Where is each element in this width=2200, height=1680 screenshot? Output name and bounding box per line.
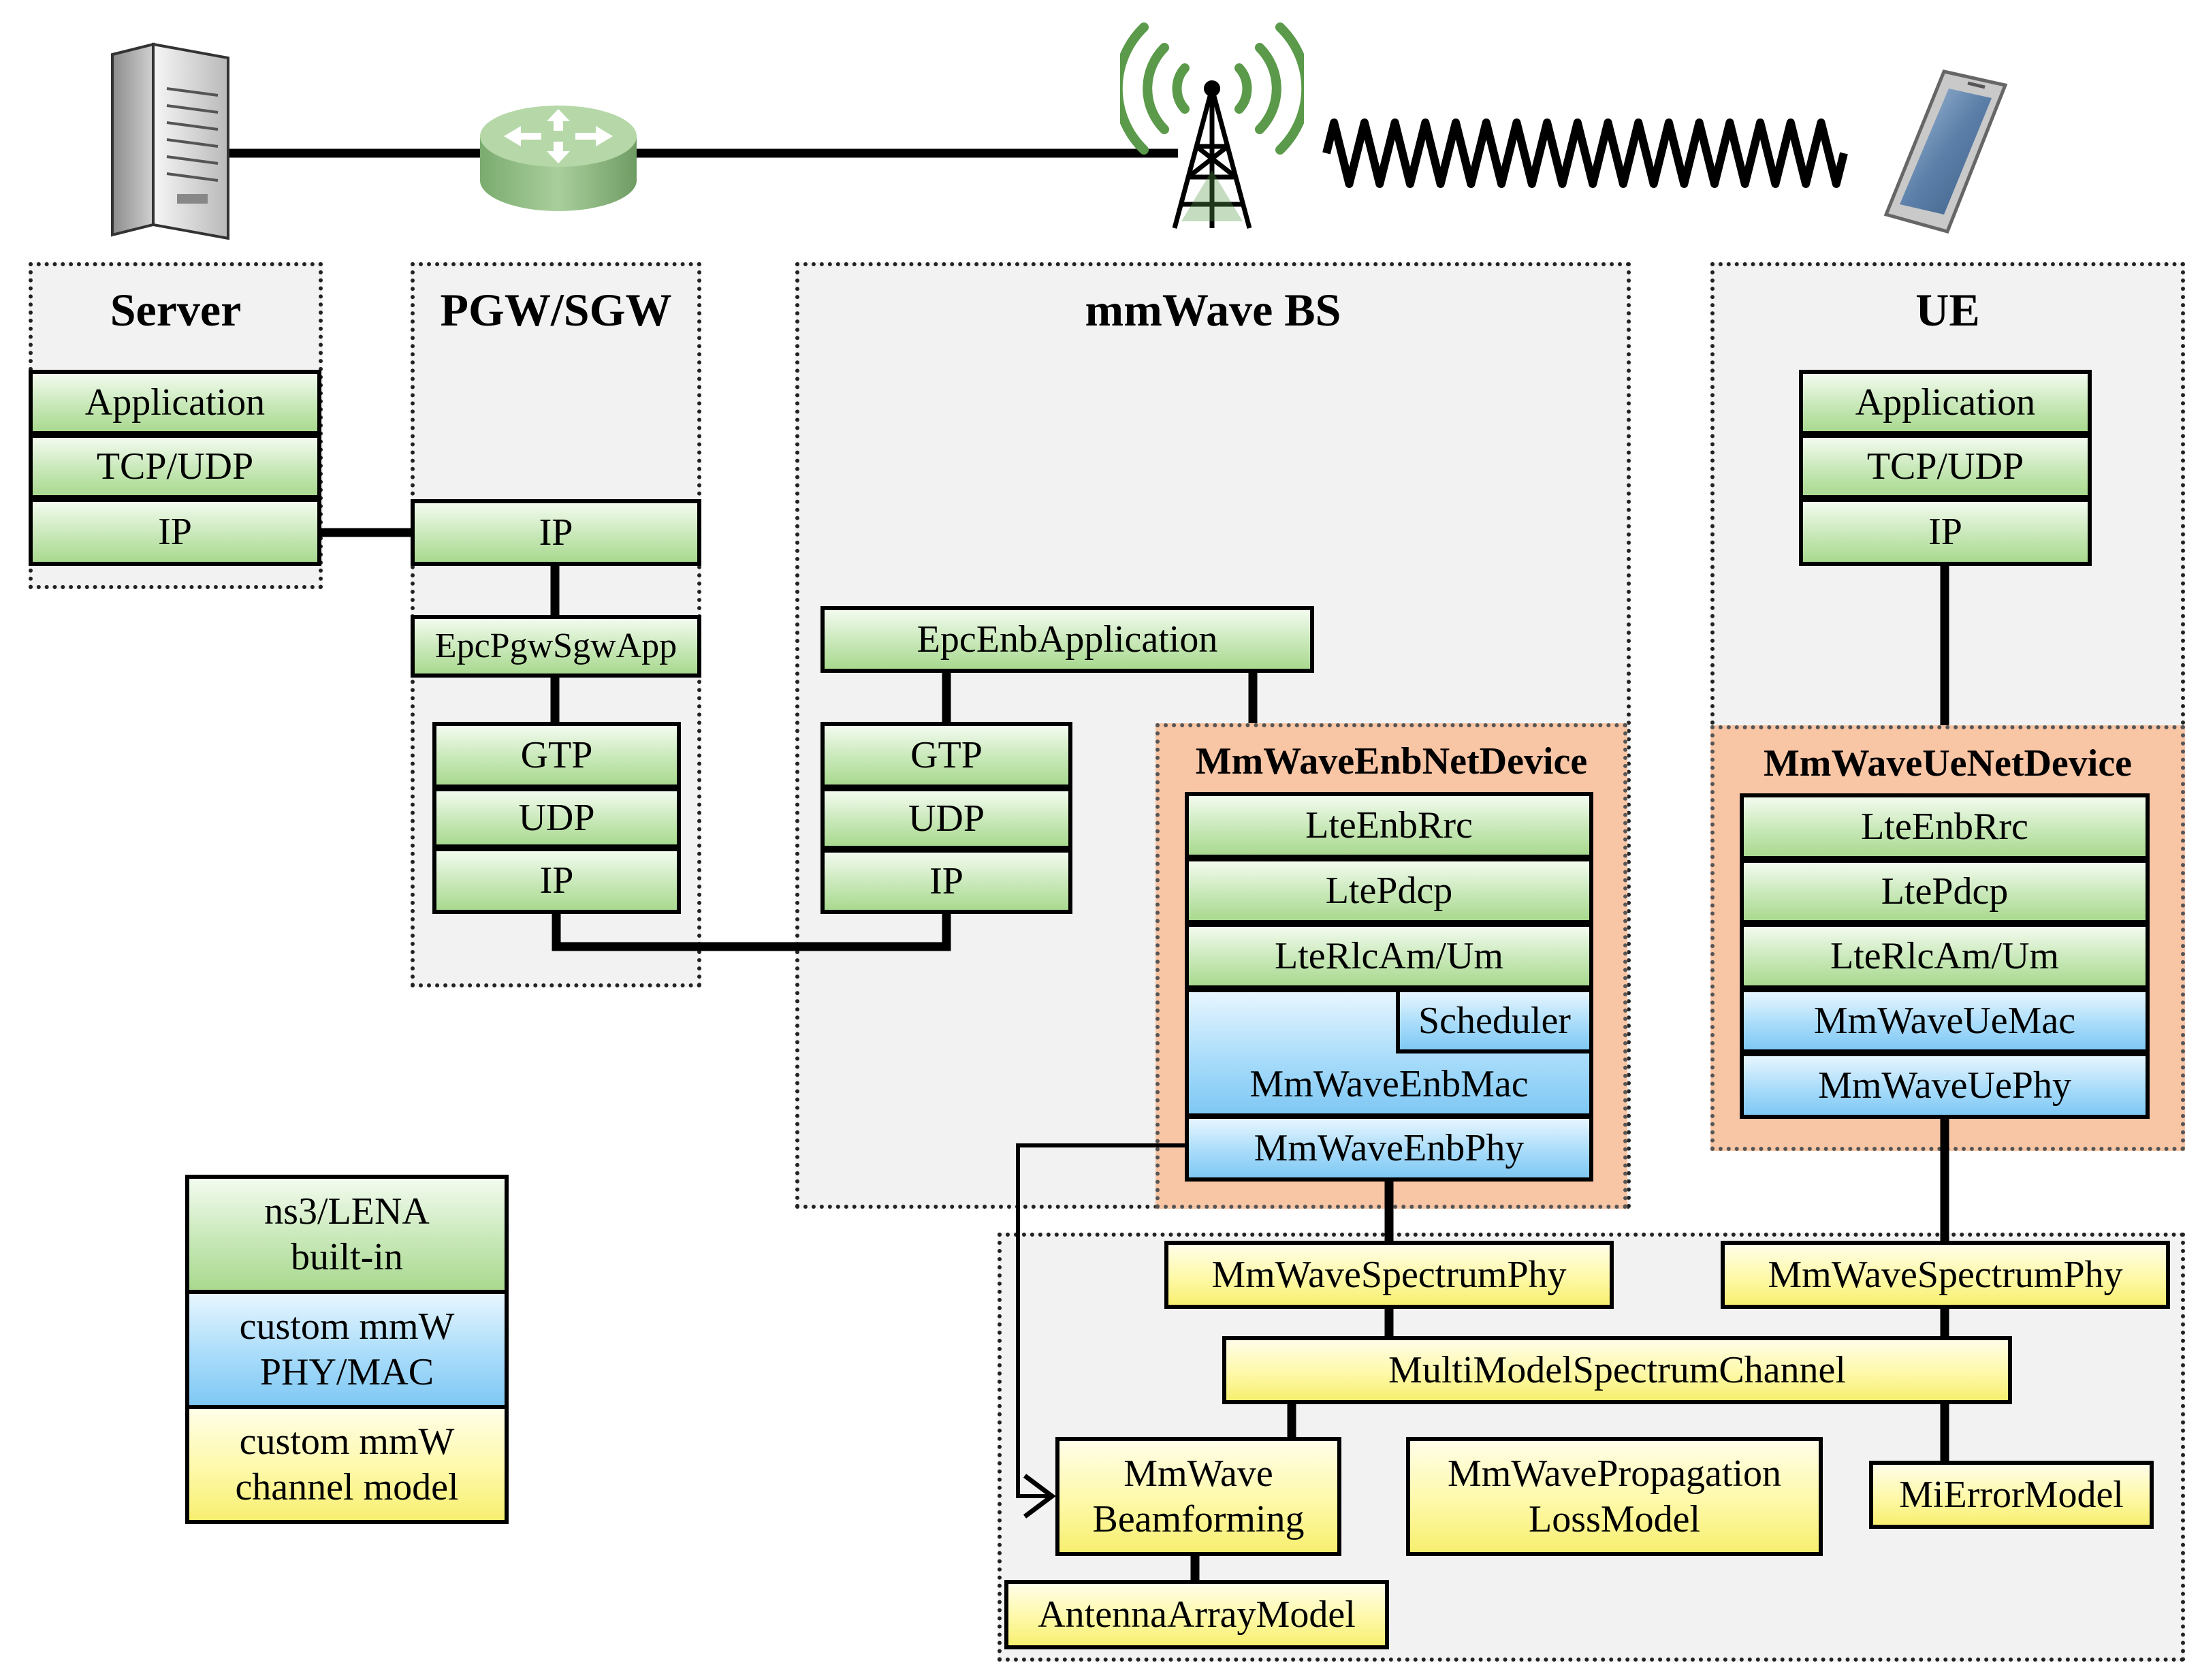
propagation-line-1: MmWavePropagation bbox=[1447, 1453, 1782, 1495]
bs-group-title: mmWave BS bbox=[1085, 284, 1341, 336]
pgw-group-title: PGW/SGW bbox=[440, 284, 672, 336]
smartphone-icon bbox=[1883, 69, 2008, 234]
ue-rrc: LteEnbRrc bbox=[1740, 793, 2150, 860]
error-model: MiErrorModel bbox=[1869, 1461, 2154, 1529]
pgw-gtp: GTP bbox=[432, 722, 681, 789]
legend-builtin-line-2: built-in bbox=[291, 1235, 403, 1278]
legend-builtin: ns3/LENA built-in bbox=[185, 1175, 509, 1294]
server-ip: IP bbox=[29, 498, 321, 566]
ue-mac: MmWaveUeMac bbox=[1740, 988, 2150, 1053]
legend-channel-line-2: channel model bbox=[235, 1465, 459, 1508]
server-tcp-udp: TCP/UDP bbox=[29, 434, 321, 499]
legend-phymac: custom mmW PHY/MAC bbox=[185, 1290, 509, 1409]
bs-gtp: GTP bbox=[820, 722, 1072, 789]
pgw-ip: IP bbox=[411, 499, 701, 566]
pgw-udp: UDP bbox=[432, 787, 681, 849]
ue-ip: IP bbox=[1799, 498, 2092, 566]
legend-phymac-line-1: custom mmW bbox=[239, 1305, 455, 1348]
ue-group-title: UE bbox=[1915, 284, 1980, 336]
phy-beam-arrow bbox=[1016, 1143, 1188, 1498]
beamforming-model: MmWave Beamforming bbox=[1055, 1437, 1341, 1556]
ue-rlc: LteRlcAm/Um bbox=[1740, 923, 2150, 989]
server-group-title: Server bbox=[110, 284, 242, 336]
legend-phymac-line-2: PHY/MAC bbox=[259, 1350, 434, 1393]
ue-application: Application bbox=[1799, 370, 2092, 435]
radio-wave-icon bbox=[1322, 118, 1848, 188]
enb-mac-label: MmWaveEnbMac bbox=[1249, 1062, 1529, 1105]
enb-rrc: LteEnbRrc bbox=[1185, 792, 1593, 859]
antenna-array-model: AntennaArrayModel bbox=[1004, 1580, 1389, 1649]
enb-scheduler: Scheduler bbox=[1396, 988, 1593, 1053]
ue-spectrum-phy: MmWaveSpectrumPhy bbox=[1721, 1241, 2170, 1309]
enb-pdcp: LtePdcp bbox=[1185, 857, 1593, 924]
ue-pdcp: LtePdcp bbox=[1740, 859, 2150, 924]
propagation-loss-model: MmWavePropagation LossModel bbox=[1406, 1437, 1823, 1556]
server-icon bbox=[111, 42, 229, 240]
beamforming-line-1: MmWave bbox=[1123, 1453, 1273, 1495]
router-icon bbox=[480, 106, 637, 211]
antenna-tower-icon bbox=[1120, 22, 1304, 229]
bs-ip: IP bbox=[820, 849, 1072, 914]
ue-tcp-udp: TCP/UDP bbox=[1799, 434, 2092, 499]
pgw-ip2: IP bbox=[432, 847, 681, 914]
enb-rlc: LteRlcAm/Um bbox=[1185, 923, 1593, 989]
enb-spectrum-phy: MmWaveSpectrumPhy bbox=[1164, 1241, 1614, 1309]
enb-net-device-title: MmWaveEnbNetDevice bbox=[1195, 740, 1588, 782]
pgw-app: EpcPgwSgwApp bbox=[411, 615, 701, 678]
ue-phy: MmWaveUePhy bbox=[1740, 1052, 2150, 1119]
legend-channel: custom mmW channel model bbox=[185, 1405, 509, 1524]
ue-net-device-title: MmWaveUeNetDevice bbox=[1763, 742, 2133, 784]
pgw-bs-ip-line bbox=[552, 913, 951, 951]
enb-application: EpcEnbApplication bbox=[820, 606, 1314, 673]
beamforming-line-2: Beamforming bbox=[1092, 1497, 1305, 1540]
enb-phy: MmWaveEnbPhy bbox=[1185, 1115, 1593, 1182]
server-application: Application bbox=[29, 370, 321, 435]
legend-channel-line-1: custom mmW bbox=[239, 1421, 455, 1463]
legend-builtin-line-1: ns3/LENA bbox=[264, 1190, 430, 1233]
propagation-line-2: LossModel bbox=[1529, 1497, 1700, 1540]
bs-udp: UDP bbox=[820, 787, 1072, 850]
multimodel-channel: MultiModelSpectrumChannel bbox=[1222, 1336, 2012, 1404]
